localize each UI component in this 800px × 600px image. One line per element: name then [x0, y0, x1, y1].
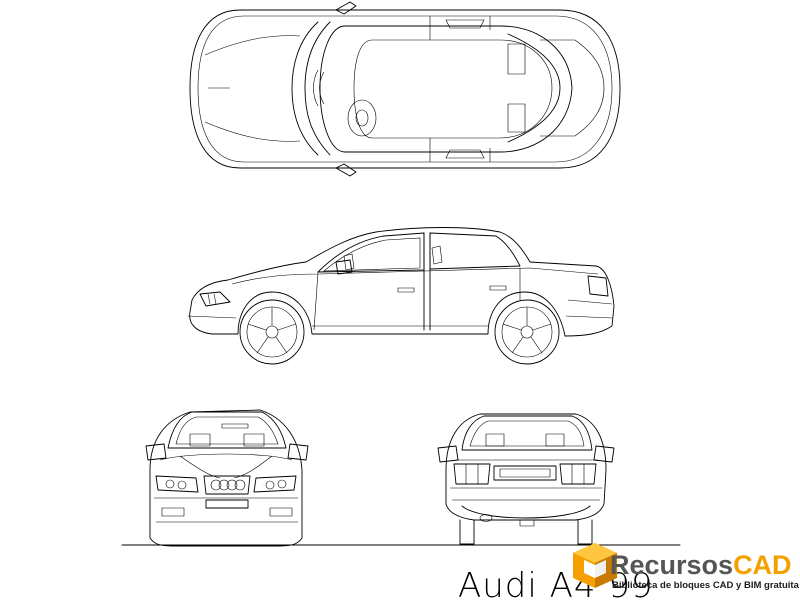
watermark-name-part1: Recursos: [610, 550, 733, 580]
four-rings-logo: [211, 480, 245, 490]
rear-view: [438, 414, 614, 544]
watermark-name-part2: CAD: [733, 550, 792, 580]
front-view: [146, 410, 308, 546]
recursoscad-watermark: RecursosCAD Biblioteca de bloques CAD y …: [573, 543, 800, 591]
top-view: [190, 2, 620, 176]
side-view: [188, 228, 614, 365]
svg-text:RecursosCAD: RecursosCAD: [610, 550, 792, 580]
watermark-tagline: Biblioteca de bloques CAD y BIM gratuita: [612, 580, 800, 591]
recursoscad-logo-icon: [573, 543, 617, 588]
model-label: Audi A4 99: [458, 566, 654, 600]
